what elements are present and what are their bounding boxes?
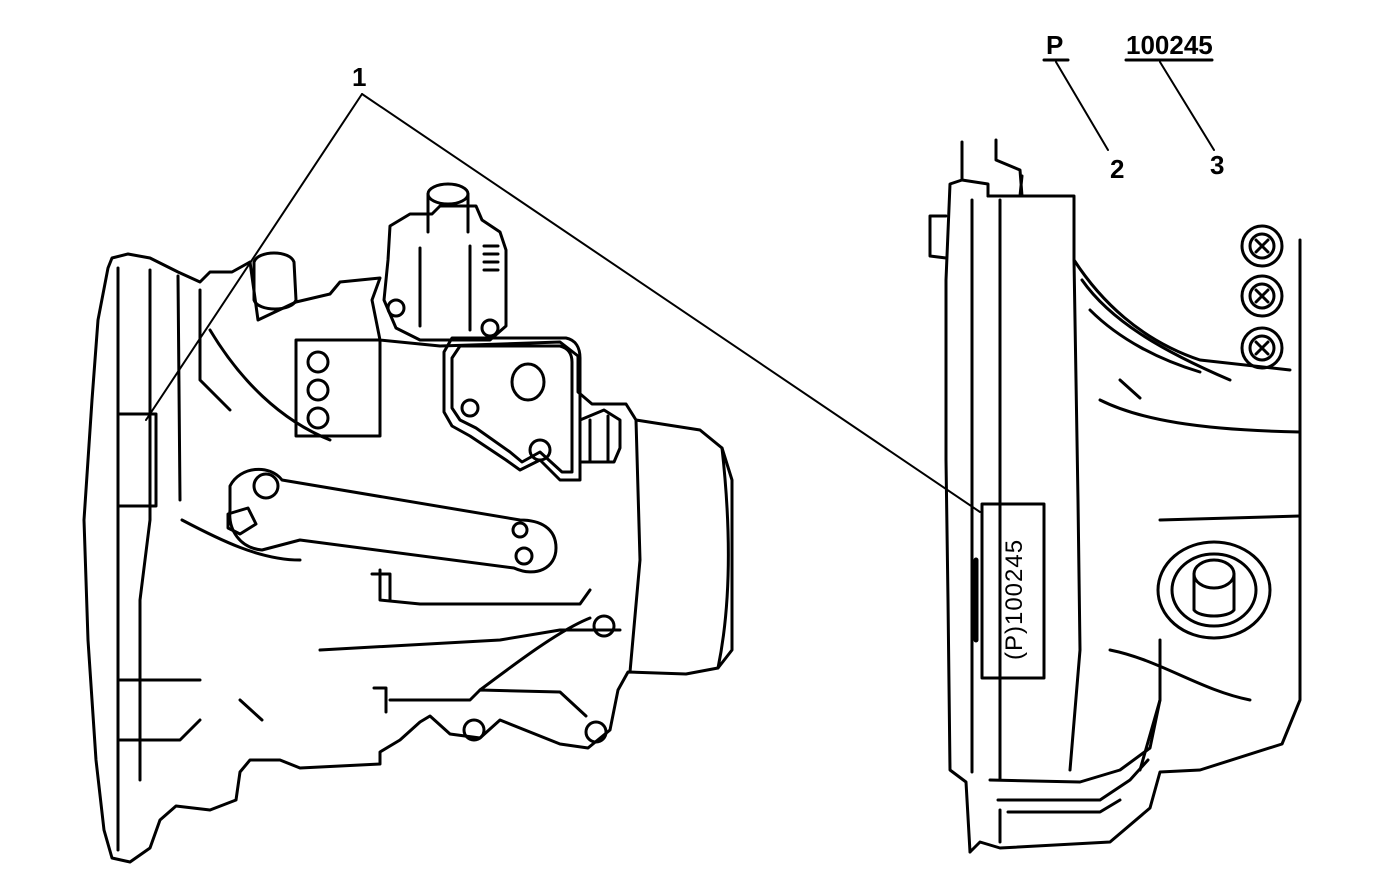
closeup-bottom-step-3: [998, 798, 1122, 844]
callout-2: 2: [1110, 154, 1124, 184]
code-letter: P: [1046, 30, 1063, 60]
closeup-rib-2: [1088, 308, 1202, 374]
closeup-case-outline: [944, 140, 1302, 854]
transaxle-assembly: [82, 182, 734, 864]
callout-1: 1: [352, 62, 366, 92]
shift-tower-rib: [418, 244, 472, 332]
fill-bolt: [578, 408, 622, 464]
tower-bolt: [386, 298, 406, 318]
lever-pin: [511, 521, 529, 539]
screw-2: [1240, 274, 1284, 318]
transaxle-case-outline: [82, 252, 734, 864]
callout-3: 3: [1210, 150, 1224, 180]
closeup-rib-4: [1118, 378, 1142, 400]
lower-bolt-2: [462, 718, 486, 742]
cover-plate: [442, 336, 582, 482]
closeup-rib-3: [1098, 398, 1302, 434]
case-rib-5: [118, 718, 202, 742]
lower-housing-edge-2: [318, 628, 622, 652]
case-id-plate: [980, 502, 1046, 680]
closeup-rib-6: [1108, 648, 1252, 702]
bell-housing-2: [716, 446, 730, 670]
closeup-inner-wall: [970, 198, 1002, 782]
tower-bolt-2: [480, 318, 500, 338]
cover-gasket: [450, 344, 574, 474]
closeup-flange: [986, 194, 1292, 372]
leader-lines: [145, 58, 1215, 513]
housing-bolt-2: [306, 378, 330, 402]
left-id-plate: [116, 412, 158, 508]
closeup-bottom-step: [988, 698, 1162, 784]
lever-pin-2: [514, 546, 534, 566]
cover-bolt: [460, 398, 480, 418]
case-flange-ridge-3: [176, 274, 182, 502]
tower-spring: [482, 244, 500, 272]
case-rib: [198, 288, 232, 412]
case-closeup: [928, 138, 1302, 854]
housing-bolt: [306, 350, 330, 374]
lower-rib: [478, 616, 592, 692]
drain-plug: [1156, 540, 1272, 640]
lower-bolt: [592, 614, 616, 638]
case-rib-6: [238, 698, 264, 722]
leader-1-right: [361, 93, 981, 513]
bell-housing: [628, 418, 642, 674]
closeup-inner-wall-2: [1068, 258, 1082, 772]
case-flange-ridge-2: [138, 268, 152, 782]
closeup-rib-5: [1158, 514, 1302, 522]
lower-bolt-3: [584, 720, 608, 744]
case-rib-2: [208, 328, 332, 442]
case-id-plate-text: (P)100245: [1001, 539, 1028, 660]
lower-boss: [370, 572, 392, 714]
leader-1-left: [145, 93, 363, 421]
shift-tower-cap: [426, 182, 470, 206]
closeup-bottom-step-2: [996, 758, 1150, 802]
lower-housing-edge-3: [388, 688, 588, 718]
shift-tower-neck: [426, 192, 470, 234]
housing-bolt-3: [306, 406, 330, 430]
selector-housing: [294, 338, 382, 438]
screw-3: [1240, 326, 1284, 370]
cover-plug: [510, 362, 546, 402]
breather-cap: [252, 251, 298, 311]
cover-bolt-2: [528, 438, 552, 462]
leader-2: [1055, 61, 1109, 151]
case-rib-3: [180, 518, 302, 562]
screw: [1240, 224, 1284, 268]
lever-nut: [226, 506, 258, 536]
fill-bolt-hex: [588, 414, 610, 464]
lower-housing-edge: [378, 568, 592, 606]
lever-pivot: [252, 472, 280, 500]
closeup-boss: [928, 214, 948, 260]
leader-3: [1159, 61, 1215, 151]
closeup-top-edge: [960, 138, 1024, 198]
code-number: 100245: [1126, 30, 1213, 60]
shift-lever: [228, 467, 558, 574]
closeup-rib: [1080, 278, 1232, 382]
